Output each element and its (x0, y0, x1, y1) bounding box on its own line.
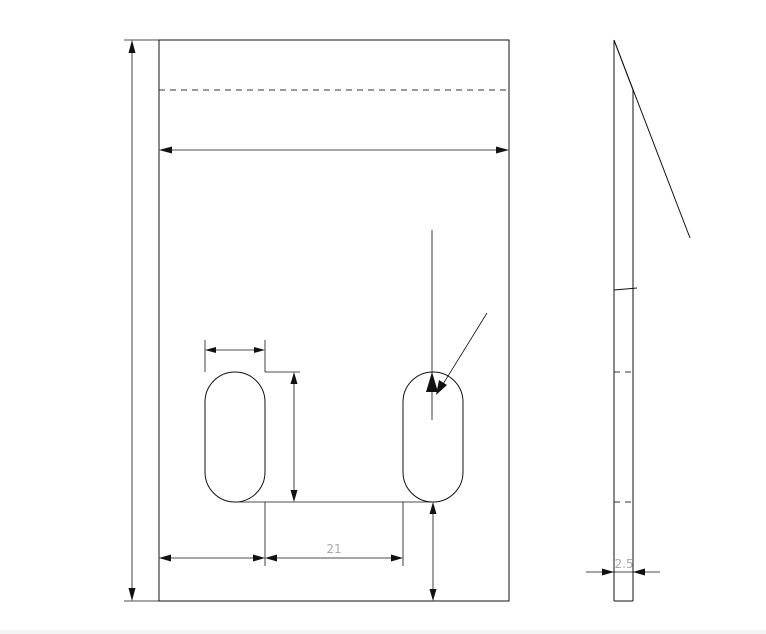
dimension-bottom-offset (429, 502, 437, 601)
dimension-slot-width (204, 340, 266, 372)
dimension-side-thickness: 2.5 (586, 557, 660, 576)
front-view (158, 39, 510, 602)
front-dimensions: 21 (124, 39, 509, 602)
dimension-slot-height (235, 371, 432, 503)
dimension-left-offset (159, 502, 266, 566)
side-view-short-bevel (613, 39, 634, 91)
dimension-slot-spacing-label: 21 (326, 542, 341, 556)
front-view-outline (158, 39, 510, 602)
slot-centre-leader (426, 230, 438, 420)
dimension-side-thickness-label: 2.5 (614, 557, 633, 571)
dimension-slot-spacing: 21 (265, 502, 404, 566)
slot-left (204, 371, 266, 503)
side-view-tick (613, 287, 638, 291)
diagonal-leader (436, 312, 488, 395)
dimension-overall-height (124, 39, 159, 602)
dimension-top-width (159, 146, 509, 154)
side-view (613, 39, 691, 602)
bottom-border-strip (0, 630, 766, 634)
